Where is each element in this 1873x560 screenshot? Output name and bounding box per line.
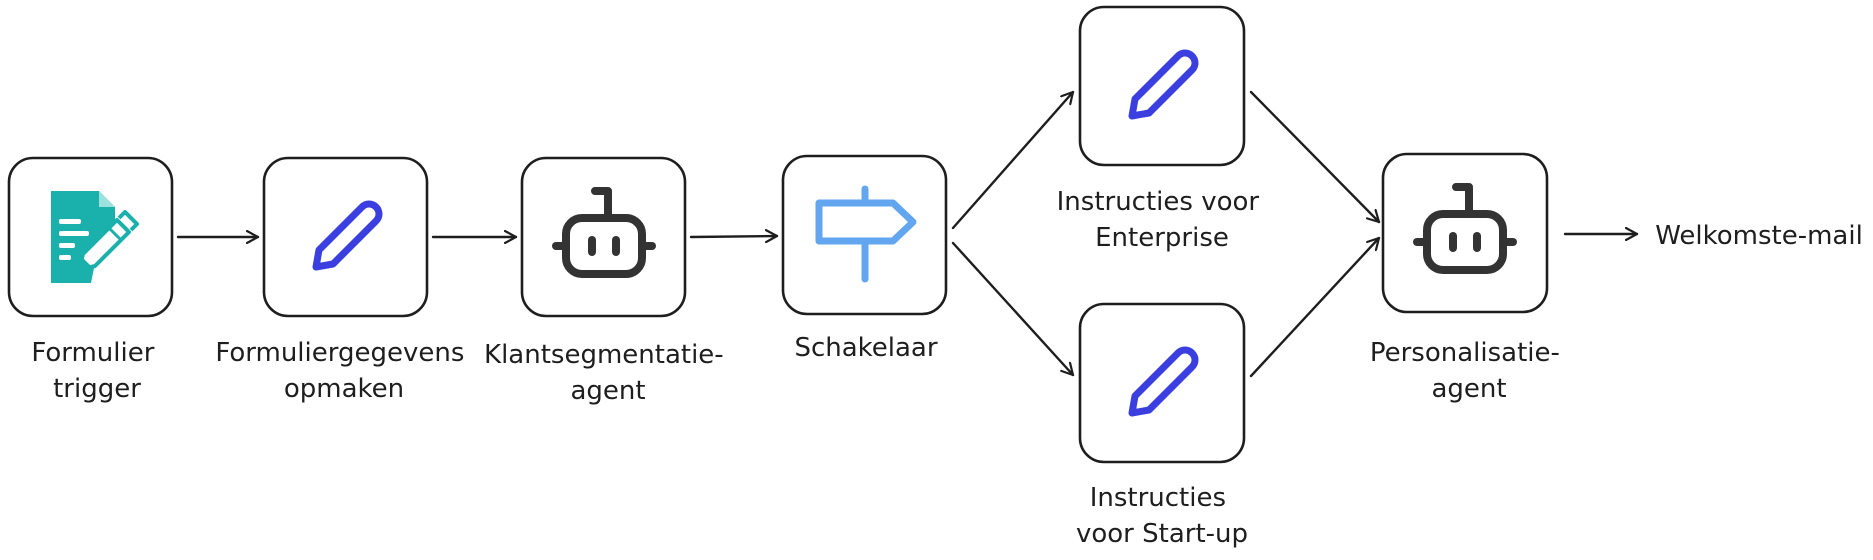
edges <box>176 90 1639 378</box>
svg-text:Formulier trigger: Formulier trigger <box>31 338 162 404</box>
node-label-line: Instructies voor <box>1057 187 1260 217</box>
node-format-form-data[interactable]: Formuliergegevens opmaken <box>215 156 472 404</box>
node-label-line: trigger <box>53 374 141 404</box>
node-startup-instructions[interactable]: Instructies voor Start-up <box>1076 302 1248 549</box>
node-label-line: Enterprise <box>1095 223 1229 253</box>
edge-switch-to-startup-instructions <box>951 241 1075 377</box>
edge-startup-to-personalization-agent <box>1249 236 1381 378</box>
node-label-line: Personalisatie- <box>1370 338 1560 368</box>
svg-text:Personalisatie- agent: Personalisatie- agent <box>1370 338 1568 404</box>
node-label-line: opmaken <box>284 374 404 404</box>
edge-switch-to-enterprise-instructions <box>951 90 1075 230</box>
node-segmentation-agent[interactable]: Klantsegmentatie- agent <box>484 156 732 406</box>
node-label-line: Instructies <box>1090 483 1226 513</box>
node-label-line: agent <box>1431 374 1506 404</box>
node-label-line: agent <box>570 376 645 406</box>
svg-text:Formuliergegevens opmake: Formuliergegevens opmaken <box>215 338 472 404</box>
node-label-line: Formuliergegevens <box>215 338 464 368</box>
node-label-line: Formulier <box>31 338 154 368</box>
output-label: Welkomste-mail <box>1655 221 1863 251</box>
node-personalization-agent[interactable]: Personalisatie- agent <box>1370 152 1568 404</box>
svg-text:Instructies voor Start-u: Instructies voor Start-up <box>1076 483 1248 549</box>
node-label-line: voor Start-up <box>1076 519 1248 549</box>
node-enterprise-instructions[interactable]: Instructies voor Enterprise <box>1057 5 1268 253</box>
node-label-line: Klantsegmentatie- <box>484 340 724 370</box>
edge-segmentation-agent-to-switch <box>689 236 779 237</box>
edge-enterprise-to-personalization-agent <box>1249 90 1381 224</box>
node-switch[interactable]: Schakelaar <box>781 154 948 363</box>
svg-text:Klantsegmentatie- agent: Klantsegmentatie- agent <box>484 340 732 406</box>
svg-text:Instructies voor Enterpr: Instructies voor Enterprise <box>1057 187 1268 253</box>
svg-text:Schakelaar: Schakelaar <box>794 333 937 363</box>
node-form-trigger[interactable]: Formulier trigger <box>7 156 174 404</box>
node-label-line: Schakelaar <box>794 333 937 363</box>
